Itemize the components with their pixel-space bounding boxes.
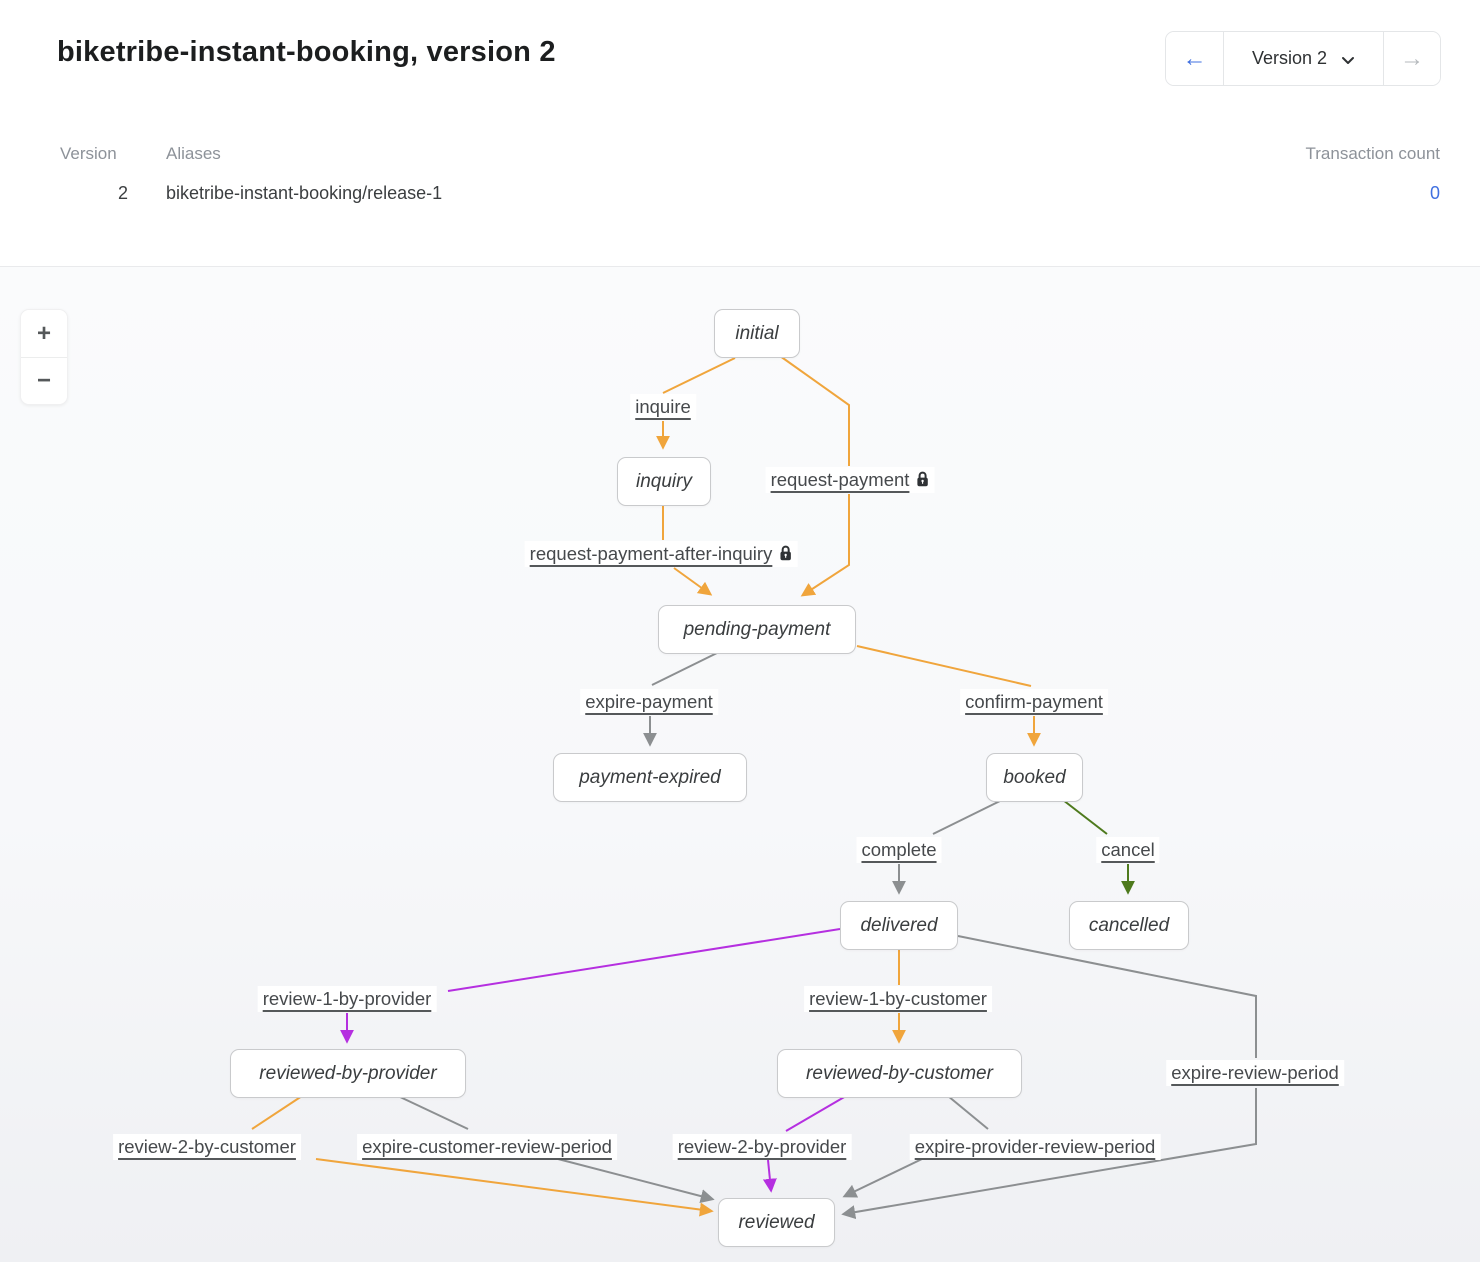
lock-icon: [780, 545, 791, 561]
arrow-right-icon: →: [1400, 44, 1424, 72]
version-table-header: Version Aliases Transaction count: [60, 144, 1440, 164]
zoom-out-button[interactable]: −: [21, 357, 67, 404]
edge-expire-customer-review-period-arrow: [557, 1158, 715, 1203]
chevron-down-icon: [1342, 56, 1355, 64]
state-label: reviewed-by-provider: [259, 1062, 437, 1084]
version-table-row: 2 biketribe-instant-booking/release-1 0: [60, 183, 1440, 204]
edge-request-payment: [779, 355, 850, 466]
version-dropdown[interactable]: Version 2: [1223, 32, 1383, 85]
transition-label-expire-review-period[interactable]: expire-review-period: [1166, 1060, 1344, 1086]
state-label: booked: [1003, 766, 1066, 788]
transition-text: request-payment: [770, 469, 910, 490]
transaction-count-link[interactable]: 0: [1429, 183, 1440, 203]
edge-confirm-payment: [856, 645, 1032, 687]
page-title: biketribe-instant-booking, version 2: [57, 36, 556, 68]
edge-expire-payment: [651, 651, 720, 686]
state-label: inquiry: [636, 470, 692, 492]
transition-text: expire-payment: [585, 691, 713, 712]
transition-label-request-payment[interactable]: request-payment: [765, 467, 935, 493]
transition-text: review-1-by-provider: [262, 988, 432, 1009]
transition-edges: [251, 355, 1257, 1220]
transition-label-review-1-by-customer[interactable]: review-1-by-customer: [804, 986, 992, 1012]
lock-icon: [917, 471, 928, 487]
state-label: cancelled: [1088, 914, 1170, 936]
edge-review-2-by-provider-arrow: [762, 1159, 777, 1193]
state-label: reviewed-by-customer: [806, 1062, 993, 1084]
transition-label-confirm-payment[interactable]: confirm-payment: [960, 689, 1108, 715]
diagram-zoom-controls: + −: [20, 309, 68, 405]
edge-review-2-by-provider: [785, 1095, 847, 1132]
transition-text: review-1-by-customer: [809, 988, 987, 1009]
state-label: reviewed: [738, 1211, 815, 1233]
column-header-transaction-count: Transaction count: [1305, 144, 1441, 163]
version-dropdown-label: Version 2: [1251, 48, 1328, 68]
edge-inquire: [662, 357, 736, 394]
transition-label-expire-provider-review-period[interactable]: expire-provider-review-period: [909, 1134, 1161, 1160]
transition-label-expire-payment[interactable]: expire-payment: [580, 689, 718, 715]
state-node-initial[interactable]: initial: [714, 309, 800, 358]
version-next-button[interactable]: →: [1383, 32, 1440, 85]
transition-text: review-2-by-customer: [118, 1136, 296, 1157]
edge-expire-review-period: [957, 935, 1257, 1058]
plus-icon: +: [36, 319, 51, 347]
state-node-pending-payment[interactable]: pending-payment: [658, 605, 856, 654]
state-label: pending-payment: [683, 618, 831, 640]
transition-text: inquire: [635, 396, 691, 417]
transition-text: expire-review-period: [1171, 1062, 1339, 1083]
process-diagram-canvas: + −: [0, 266, 1480, 1262]
transition-label-inquire[interactable]: inquire: [630, 394, 696, 420]
minus-icon: −: [36, 367, 51, 394]
alias-value: biketribe-instant-booking/release-1: [166, 183, 443, 203]
state-node-inquiry[interactable]: inquiry: [617, 457, 711, 506]
transition-text: request-payment-after-inquiry: [529, 543, 773, 564]
edge-request-payment-arrow: [800, 494, 850, 597]
page-header: biketribe-instant-booking, version 2 ← V…: [0, 0, 1480, 266]
edge-review-2-by-customer: [251, 1095, 303, 1130]
state-node-booked[interactable]: booked: [986, 753, 1083, 802]
transition-text: review-2-by-provider: [677, 1136, 847, 1157]
version-prev-button[interactable]: ←: [1166, 32, 1223, 85]
edge-expire-provider-review-period: [947, 1095, 989, 1130]
edge-expire-review-period-arrow: [841, 1088, 1257, 1220]
transition-text: confirm-payment: [965, 691, 1103, 712]
transition-label-review-1-by-provider[interactable]: review-1-by-provider: [257, 986, 437, 1012]
version-number: 2: [117, 183, 128, 203]
edge-request-payment-after-inquiry-arrow: [673, 567, 713, 596]
column-header-version: Version: [60, 144, 117, 163]
edge-review-2-by-customer-arrow: [315, 1158, 714, 1217]
state-node-payment-expired[interactable]: payment-expired: [553, 753, 747, 802]
version-selector: ← Version 2 →: [1165, 31, 1441, 86]
transition-text: complete: [861, 839, 937, 860]
state-node-reviewed[interactable]: reviewed: [718, 1198, 835, 1247]
column-header-aliases: Aliases: [166, 144, 221, 163]
state-label: initial: [735, 322, 779, 344]
edge-cancel: [1062, 799, 1108, 835]
transition-label-review-2-by-customer[interactable]: review-2-by-customer: [113, 1134, 301, 1160]
state-node-delivered[interactable]: delivered: [840, 901, 958, 950]
transition-text: expire-customer-review-period: [362, 1136, 612, 1157]
transition-label-request-payment-after-inquiry[interactable]: request-payment-after-inquiry: [524, 541, 798, 567]
edge-complete: [932, 799, 1003, 835]
zoom-in-button[interactable]: +: [21, 310, 67, 357]
edge-expire-provider-review-period-arrow: [842, 1158, 923, 1198]
edge-review-1-by-provider: [447, 928, 841, 992]
transition-text: expire-provider-review-period: [914, 1136, 1156, 1157]
state-label: delivered: [860, 914, 938, 936]
transition-label-review-2-by-provider[interactable]: review-2-by-provider: [672, 1134, 852, 1160]
state-node-cancelled[interactable]: cancelled: [1069, 901, 1189, 950]
transition-label-complete[interactable]: complete: [856, 837, 942, 863]
version-table: Version Aliases Transaction count 2 bike…: [60, 144, 1440, 204]
edge-expire-customer-review-period: [397, 1095, 469, 1130]
state-node-reviewed-by-customer[interactable]: reviewed-by-customer: [777, 1049, 1022, 1098]
transition-text: cancel: [1101, 839, 1155, 860]
state-label: payment-expired: [579, 766, 721, 788]
arrow-left-icon: ←: [1182, 44, 1207, 72]
state-node-reviewed-by-provider[interactable]: reviewed-by-provider: [230, 1049, 466, 1098]
transition-label-expire-customer-review-period[interactable]: expire-customer-review-period: [357, 1134, 617, 1160]
transition-label-cancel[interactable]: cancel: [1096, 837, 1160, 863]
